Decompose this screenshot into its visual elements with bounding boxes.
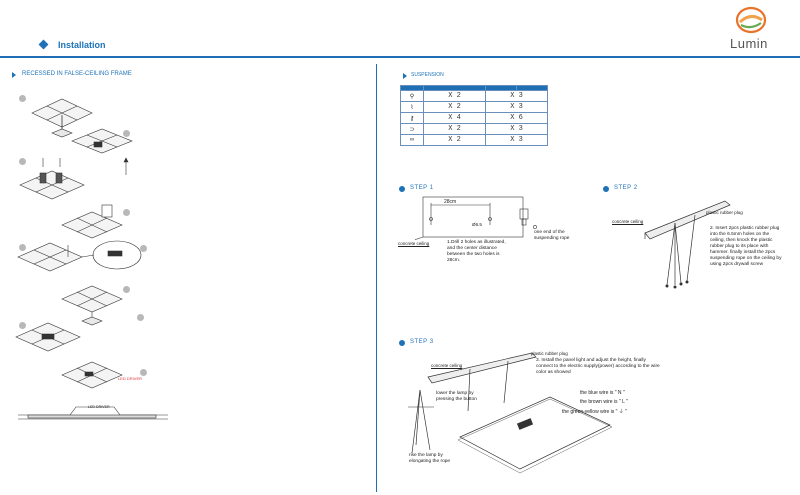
section-arrow-icon <box>12 72 16 78</box>
step-bullet-icon <box>399 340 405 346</box>
step-bullet <box>123 130 130 137</box>
concrete-ceiling-label: concrete ceiling <box>612 219 644 224</box>
section-title-recessed: RECESSED IN FALSE-CEILING FRAME <box>22 71 132 77</box>
quantity-cell: X 3 <box>485 90 548 102</box>
quantity-cell: X 2 <box>423 134 486 146</box>
brown-wire-label: the brown wire is " L " <box>580 399 628 405</box>
plug-icon: ⌇ <box>400 101 424 113</box>
quantity-cell: X 6 <box>485 112 548 124</box>
step3-diagram <box>408 352 613 474</box>
plastic-plug-label: plastic rubber plug <box>706 210 743 215</box>
step-bullet <box>19 322 26 329</box>
section-title-suspension: SUSPENSION <box>411 72 444 78</box>
wire-loop-icon: ∞ <box>400 134 424 146</box>
quantity-cell: X 2 <box>423 123 486 135</box>
step-bullet <box>123 286 130 293</box>
table-row: ⚲ X 2 X 3 <box>400 90 548 102</box>
lower-lamp-label: lower the lamp by pressing the button <box>436 391 477 402</box>
page-title: Installation <box>58 40 106 50</box>
header-diamond-icon <box>38 39 49 50</box>
step1-title: STEP 1 <box>410 185 434 191</box>
hook-icon: ⊃ <box>400 123 424 135</box>
dimension-28cm: 28cm <box>444 199 457 205</box>
step-bullet <box>140 369 147 376</box>
step-bullet-icon <box>399 186 405 192</box>
quantity-cell: X 3 <box>485 123 548 135</box>
blue-wire-label: the blue wire is " N " <box>580 390 625 396</box>
brand-logo-icon <box>735 6 767 34</box>
step-bullet <box>137 314 144 321</box>
suspension-parts-table: ⚲ X 2 X 3 ⌇ X 2 X 3 ⚷ X 4 X 6 ⊃ X 2 X 3 … <box>400 85 549 146</box>
step-bullet <box>19 95 26 102</box>
header-divider <box>0 56 800 58</box>
step-bullet <box>140 245 147 252</box>
quantity-cell: X 3 <box>485 134 548 146</box>
step-bullet <box>19 244 26 251</box>
screw-icon: ⚷ <box>400 112 424 124</box>
brand-name: Lumin <box>730 36 768 51</box>
step1-diagram <box>415 196 537 240</box>
recessed-installation-diagram: LED DRIVER <box>15 98 168 420</box>
plastic-plug-label: plastic rubber plug <box>531 351 568 356</box>
rope-end-label: one end of the suspending rope <box>534 230 570 241</box>
table-row: ∞ X 2 X 3 <box>400 134 548 146</box>
step-bullet <box>123 209 130 216</box>
concrete-ceiling-label: concrete ceiling <box>431 363 463 368</box>
cable-clamp-icon: ⚲ <box>400 90 424 102</box>
step3-title: STEP 3 <box>410 339 434 345</box>
rise-lamp-label: rise the lamp by elongating the rope <box>409 453 451 464</box>
step2-diagram <box>644 200 731 289</box>
step-bullet <box>19 158 26 165</box>
step1-instructions: 1.Drill 2 holes as illustrated, and the … <box>447 240 506 263</box>
dimension-6-5: Ø6.5 <box>472 222 482 227</box>
step2-title: STEP 2 <box>614 185 638 191</box>
step3-instructions: 3. Install the panel light and adjust th… <box>536 358 660 375</box>
step-bullet-icon <box>603 186 609 192</box>
concrete-ceiling-label: concrete ceiling <box>398 241 430 246</box>
led-driver-label: LED DRIVER <box>88 405 110 409</box>
table-row: ⌇ X 2 X 3 <box>400 101 548 113</box>
quantity-cell: X 4 <box>423 112 486 124</box>
green-yellow-wire-label: the green-yellow wire is " ⏚ " <box>562 409 627 415</box>
quantity-cell: X 3 <box>485 101 548 113</box>
quantity-cell: X 2 <box>423 101 486 113</box>
table-row: ⊃ X 2 X 3 <box>400 123 548 135</box>
table-row: ⚷ X 4 X 6 <box>400 112 548 124</box>
step2-instructions: 2. Insert 2pcs plastic rubber plug into … <box>710 226 782 267</box>
column-divider <box>376 64 377 492</box>
svg-text:LED DRIVER: LED DRIVER <box>118 376 142 381</box>
quantity-cell: X 2 <box>423 90 486 102</box>
section-arrow-icon <box>403 73 407 79</box>
